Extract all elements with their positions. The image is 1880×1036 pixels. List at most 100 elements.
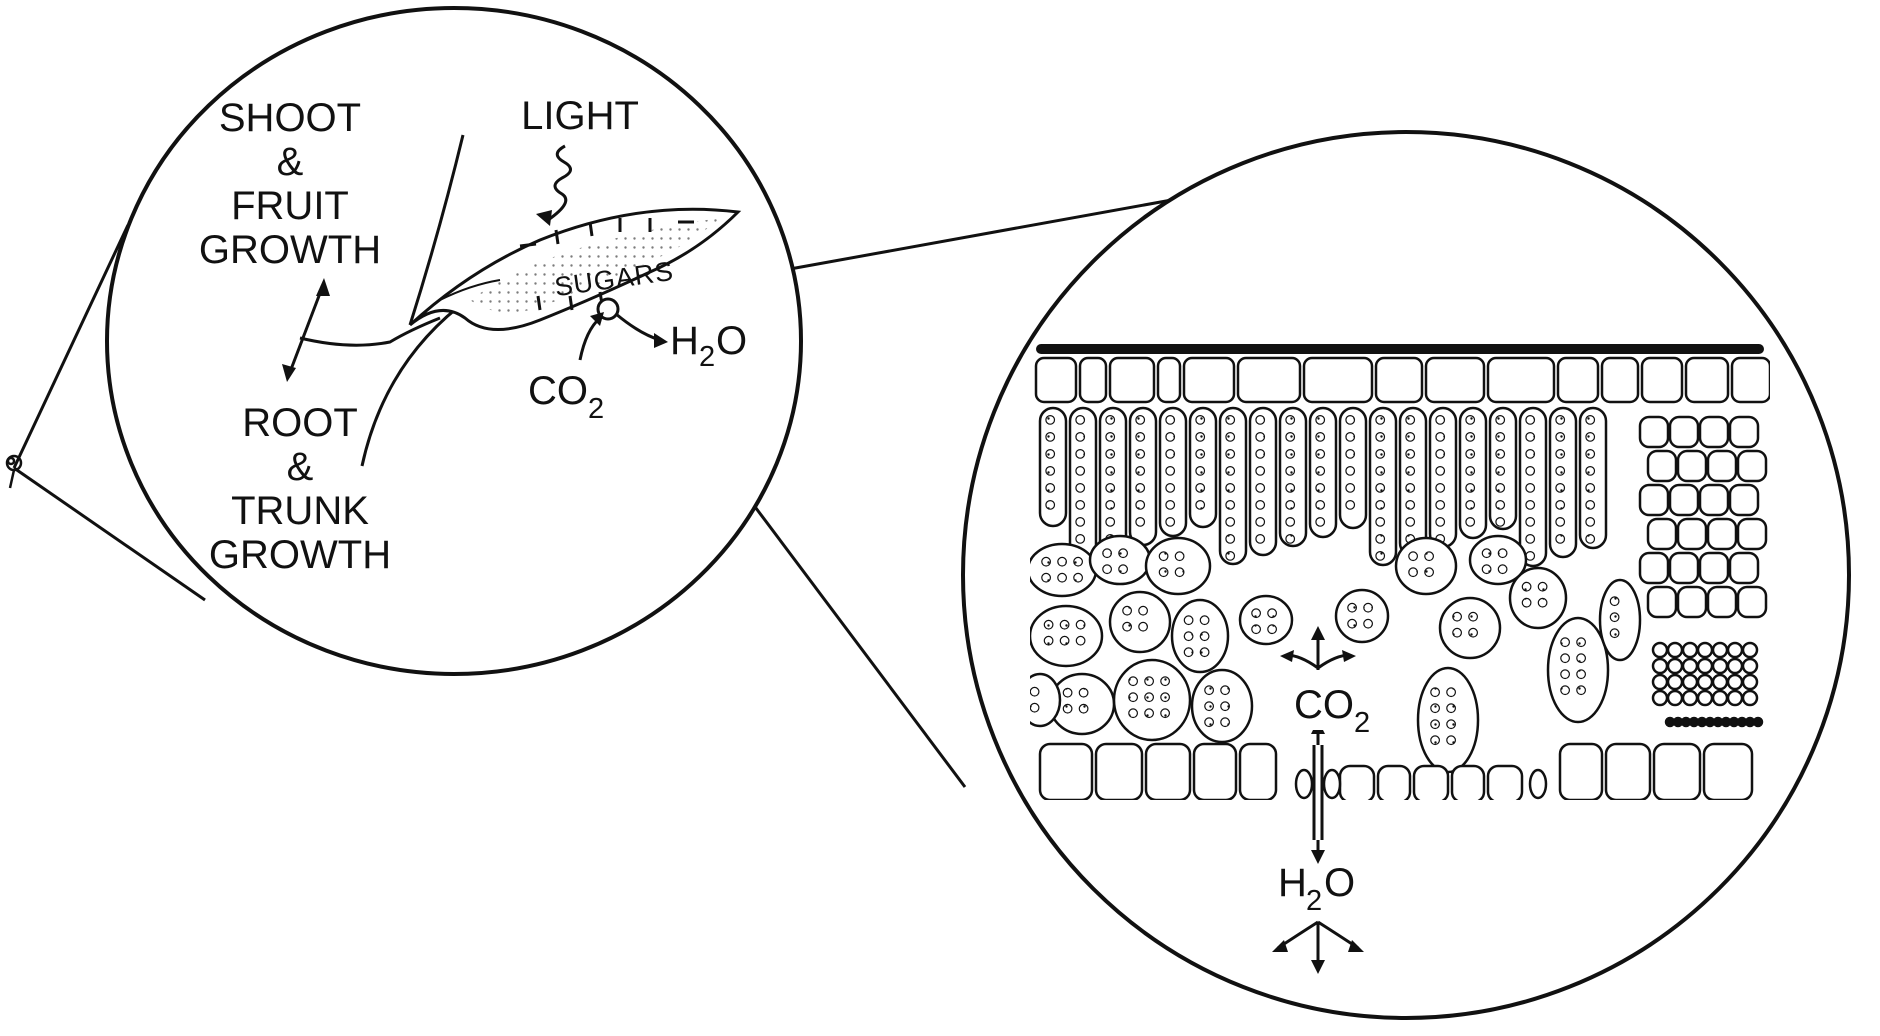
- chloroplast: [1106, 433, 1115, 442]
- chloroplast: [1447, 720, 1456, 729]
- epidermal-cell: [1238, 358, 1300, 402]
- chloroplast: [1482, 565, 1491, 574]
- chloroplast: [1030, 687, 1039, 696]
- chloroplast: [1496, 450, 1505, 459]
- guard-cell: [1296, 770, 1312, 798]
- chloroplast: [1425, 552, 1434, 561]
- palisade-cell: [1250, 408, 1276, 555]
- mesophyll-cell: [1030, 606, 1102, 666]
- epidermal-cell: [1426, 358, 1484, 402]
- chloroplast: [1161, 693, 1170, 702]
- lower-epidermal-cell: [1704, 744, 1752, 800]
- chloroplast: [1046, 416, 1055, 425]
- chloroplast: [1346, 450, 1355, 459]
- epidermal-cell: [1602, 358, 1638, 402]
- bundle-cell: [1738, 519, 1766, 549]
- chloroplast: [1586, 467, 1595, 476]
- phloem-cell: [1683, 643, 1697, 657]
- chloroplast: [1046, 450, 1055, 459]
- mesophyll-cell: [1440, 598, 1500, 658]
- svg-text:H: H: [1278, 861, 1307, 905]
- chloroplast: [1226, 467, 1235, 476]
- chloroplast: [1079, 688, 1088, 697]
- chloroplast: [1196, 501, 1205, 510]
- chloroplast: [1136, 501, 1145, 510]
- chloroplast: [1538, 598, 1547, 607]
- chloroplast: [1161, 677, 1170, 686]
- chloroplast: [1139, 622, 1148, 631]
- chloroplast: [1376, 433, 1385, 442]
- chloroplast: [1046, 501, 1055, 510]
- chloroplast: [1161, 709, 1170, 718]
- bundle-cell: [1700, 553, 1728, 583]
- chloroplast: [1076, 620, 1085, 629]
- chloroplast: [1159, 568, 1168, 577]
- chloroplast: [1200, 616, 1209, 625]
- bundle-cell: [1678, 451, 1706, 481]
- chloroplast: [1376, 416, 1385, 425]
- bundle-cell: [1670, 417, 1698, 447]
- chloroplast: [1586, 450, 1595, 459]
- phloem-cell: [1653, 675, 1667, 689]
- chloroplast: [1466, 433, 1475, 442]
- root-label-line3: TRUNK: [231, 489, 369, 533]
- bundle-cell: [1730, 417, 1758, 447]
- phloem-cell: [1743, 643, 1757, 657]
- chloroplast: [1466, 416, 1475, 425]
- chloroplast: [1044, 636, 1053, 645]
- chloroplast: [1406, 501, 1415, 510]
- chloroplast: [1286, 535, 1295, 544]
- chloroplast: [1074, 557, 1083, 566]
- chloroplast: [1346, 416, 1355, 425]
- phloem-cell: [1743, 659, 1757, 673]
- chloroplast: [1526, 450, 1535, 459]
- chloroplast: [1316, 501, 1325, 510]
- chloroplast: [1106, 518, 1115, 527]
- root-label-line2: &: [287, 445, 314, 489]
- chloroplast: [1256, 518, 1265, 527]
- phloem-cell: [1698, 643, 1712, 657]
- leaf-cross-section-circle: CO 2 H 2 O: [963, 132, 1849, 1018]
- chloroplast: [1184, 616, 1193, 625]
- bundle-cell: [1708, 451, 1736, 481]
- chloroplast: [1221, 702, 1230, 711]
- chloroplast: [1610, 629, 1619, 638]
- bundle-cell: [1670, 553, 1698, 583]
- svg-text:2: 2: [1354, 707, 1370, 739]
- phloem-cell: [1698, 675, 1712, 689]
- chloroplast: [1286, 501, 1295, 510]
- chloroplast: [1453, 612, 1462, 621]
- svg-text:CO: CO: [1294, 683, 1354, 727]
- chloroplast: [1166, 484, 1175, 493]
- palisade-cell: [1580, 408, 1606, 548]
- chloroplast: [1556, 450, 1565, 459]
- chloroplast: [1103, 549, 1112, 558]
- chloroplast: [1496, 518, 1505, 527]
- chloroplast: [1256, 501, 1265, 510]
- chloroplast: [1316, 484, 1325, 493]
- plant-zoom-circle: SHOOT & FRUIT GROWTH ROOT & TRUNK GROWTH…: [107, 8, 801, 674]
- chloroplast: [1042, 557, 1051, 566]
- chloroplast: [1577, 686, 1586, 695]
- chloroplast: [1226, 518, 1235, 527]
- chloroplast: [1046, 484, 1055, 493]
- chloroplast: [1376, 450, 1385, 459]
- chloroplast: [1200, 648, 1209, 657]
- chloroplast: [1431, 720, 1440, 729]
- chloroplast: [1044, 620, 1053, 629]
- lower-epidermal-cell: [1414, 766, 1448, 802]
- chloroplast: [1406, 433, 1415, 442]
- mesophyll-cell: [1240, 596, 1292, 644]
- chloroplast: [1046, 433, 1055, 442]
- chloroplast: [1498, 565, 1507, 574]
- chloroplast: [1042, 573, 1051, 582]
- upper-epidermis: [1036, 358, 1770, 402]
- mesophyll-cell: [1418, 668, 1478, 772]
- chloroplast: [1526, 518, 1535, 527]
- svg-text:2: 2: [699, 341, 715, 373]
- phloem-cell: [1668, 675, 1682, 689]
- chloroplast: [1076, 450, 1085, 459]
- chloroplast: [1496, 501, 1505, 510]
- chloroplast: [1586, 484, 1595, 493]
